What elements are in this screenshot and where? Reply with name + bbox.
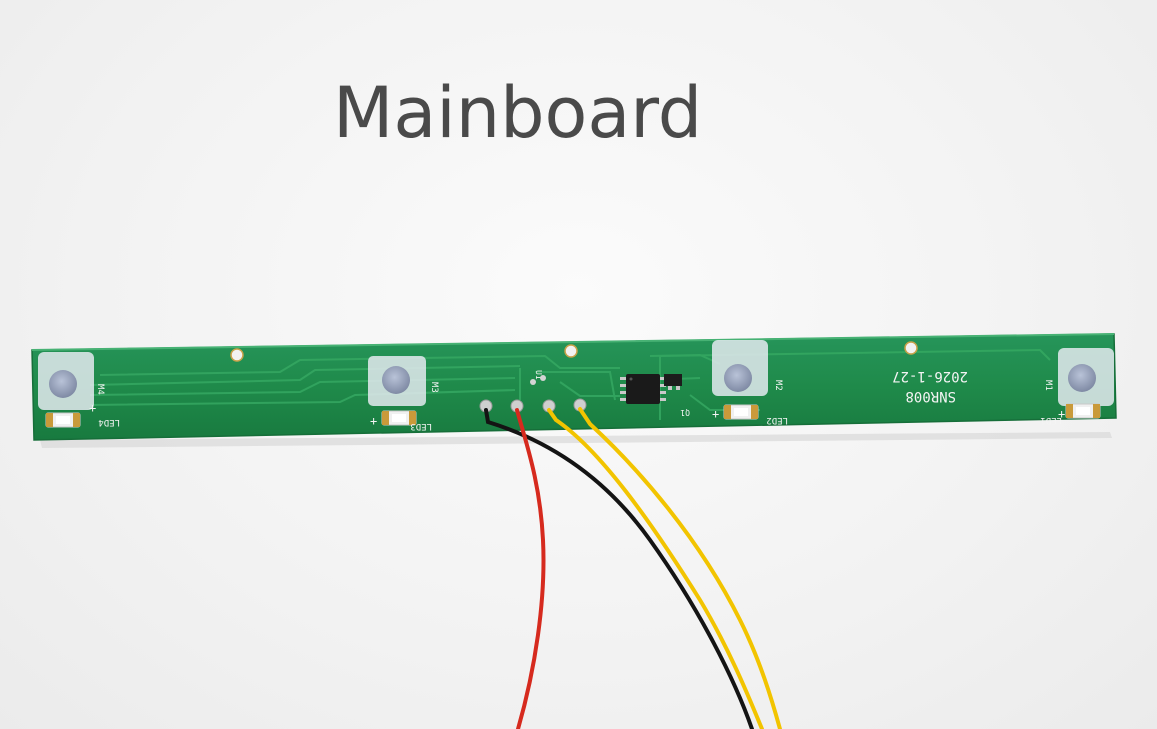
led-label: LED3: [410, 421, 432, 431]
button-label: M4: [95, 384, 105, 395]
smd-transistor: [664, 374, 682, 390]
smd-led: [723, 404, 759, 420]
model-label: SNR008: [905, 388, 956, 404]
smd-led: [381, 410, 417, 426]
smd-led: [45, 412, 81, 428]
mounting-hole: [904, 341, 918, 355]
mounting-hole: [564, 344, 578, 358]
page-title: Mainboard: [333, 72, 703, 154]
button-label: M1: [1043, 380, 1053, 391]
ic-label: Q1: [680, 408, 690, 417]
tactile-button: [368, 356, 426, 406]
ic-label: U1: [534, 370, 543, 380]
wire-red: [515, 408, 546, 729]
tactile-button: [38, 352, 94, 410]
plus-mark: +: [89, 401, 96, 415]
button-label: M2: [773, 380, 783, 391]
smd-led: [1065, 403, 1101, 419]
plus-mark: +: [712, 407, 719, 421]
led-label: LED1: [1040, 415, 1062, 425]
mounting-hole: [230, 348, 244, 362]
led-label: LED2: [766, 415, 788, 425]
button-label: M3: [429, 382, 439, 393]
plus-mark: +: [370, 414, 377, 428]
wire-yellow: [578, 407, 782, 729]
ic-chip: [620, 374, 666, 404]
tactile-button: [712, 340, 768, 396]
led-label: LED4: [98, 417, 120, 427]
wire-black: [484, 408, 754, 729]
tactile-button: [1058, 348, 1114, 406]
wire-yellow: [547, 408, 764, 729]
plus-mark: +: [1058, 407, 1065, 421]
date-code: 2026-1-27: [892, 368, 968, 384]
